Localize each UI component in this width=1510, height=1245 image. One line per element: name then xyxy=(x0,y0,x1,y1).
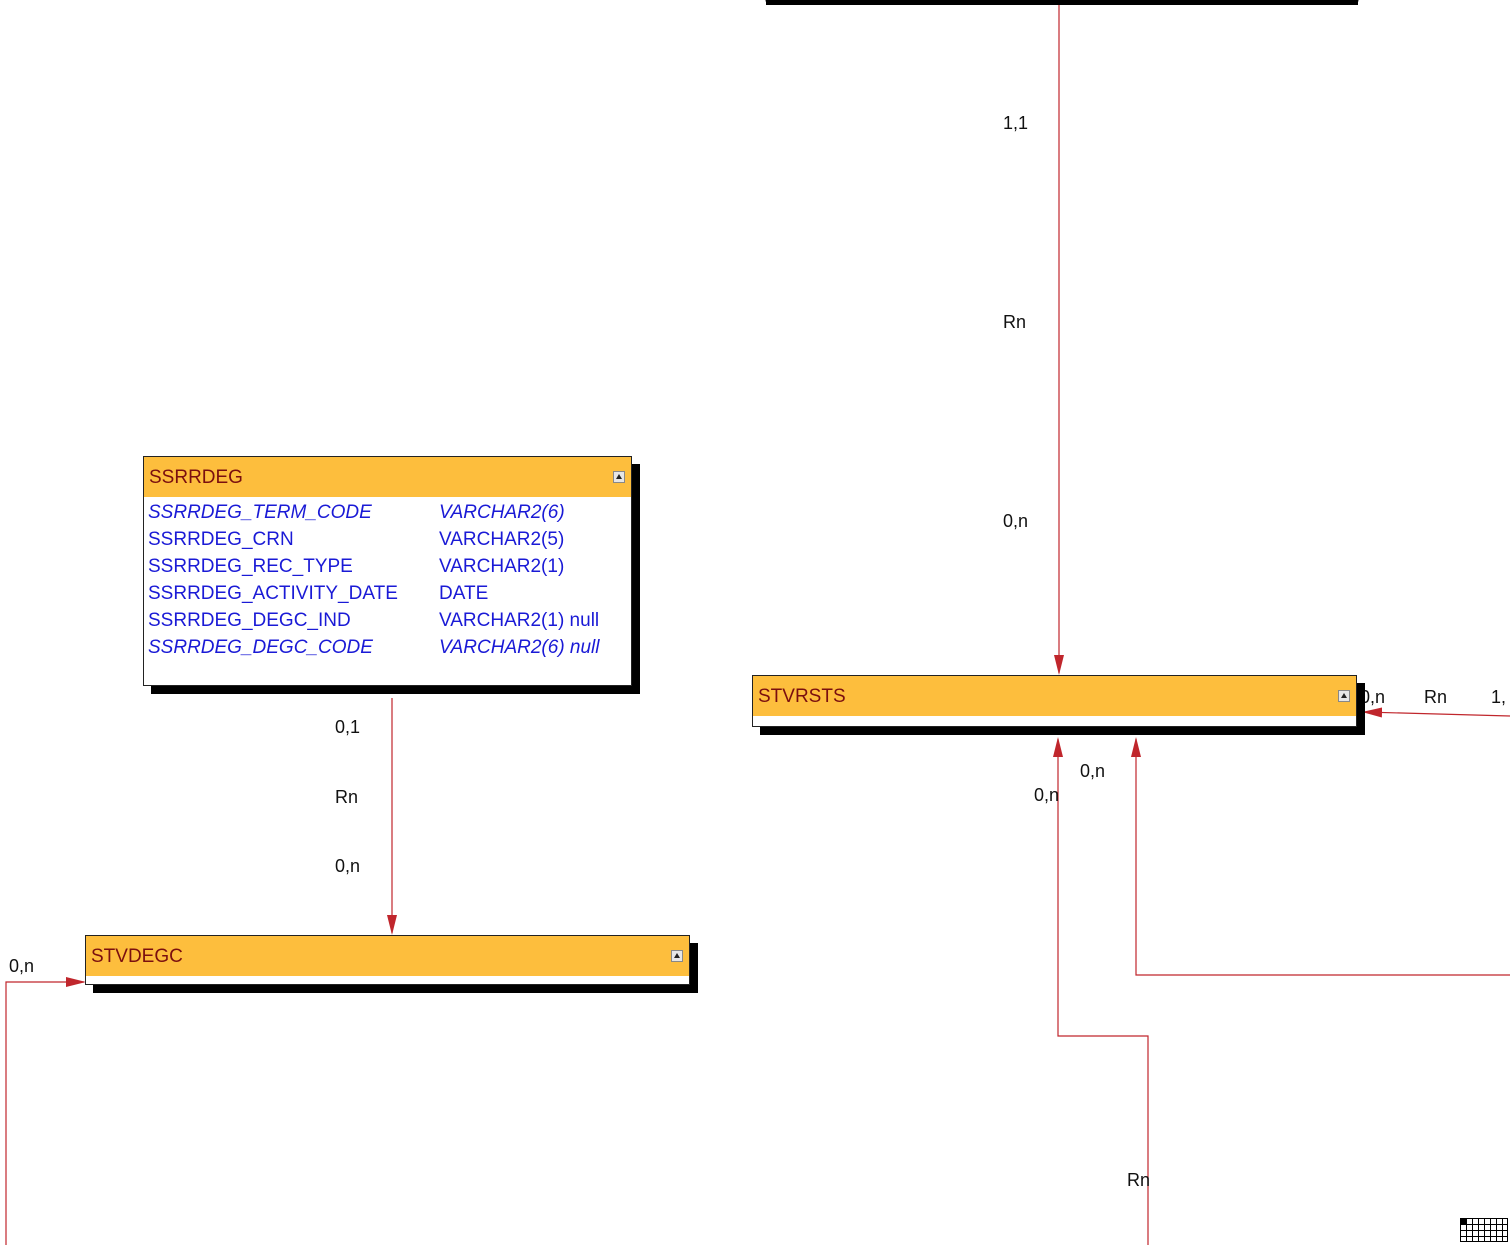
field-row: SSRRDEG_TERM_CODE VARCHAR2(6) xyxy=(148,499,631,526)
field-row: SSRRDEG_CRN VARCHAR2(5) xyxy=(148,526,631,553)
field-type: VARCHAR2(6) null xyxy=(439,636,600,658)
grid-icon[interactable] xyxy=(1460,1218,1508,1242)
entity-header[interactable]: SSRRDEG xyxy=(144,457,631,497)
entity-title: STVDEGC xyxy=(91,945,183,967)
field-name: SSRRDEG_ACTIVITY_DATE xyxy=(148,582,398,604)
field-type: VARCHAR2(1) null xyxy=(439,609,600,631)
cardinality-label: 0,n xyxy=(1360,687,1386,707)
entity-title: STVRSTS xyxy=(758,685,846,707)
connector-bottom-to-stvrsts[interactable] xyxy=(1053,737,1149,1245)
cardinality-label: 1, xyxy=(1491,687,1507,707)
field-name: SSRRDEG_TERM_CODE xyxy=(148,501,372,523)
entity-title: SSRRDEG xyxy=(149,466,243,488)
entity-header[interactable]: STVRSTS xyxy=(753,676,1356,716)
connector-right-to-stvrsts[interactable] xyxy=(1362,707,1510,718)
cardinality-label: 0,1 xyxy=(335,717,361,737)
field-name: SSRRDEG_REC_TYPE xyxy=(148,555,353,577)
field-row: SSRRDEG_DEGC_CODE VARCHAR2(6) null xyxy=(148,634,631,661)
field-list: SSRRDEG_TERM_CODE VARCHAR2(6) SSRRDEG_CR… xyxy=(144,497,631,661)
cardinality-label: 0,n xyxy=(1080,761,1106,781)
relationship-name-label: Rn xyxy=(1127,1170,1151,1190)
connector-bottom-right-to-stvrsts[interactable] xyxy=(1131,737,1510,976)
relationship-name-label: Rn xyxy=(1003,312,1027,332)
field-row: SSRRDEG_REC_TYPE VARCHAR2(1) xyxy=(148,553,631,580)
collapse-icon[interactable] xyxy=(613,471,625,483)
field-type: VARCHAR2(6) xyxy=(439,501,565,523)
collapse-icon[interactable] xyxy=(1338,690,1350,702)
entity-ssrrdeg[interactable]: SSRRDEG SSRRDEG_TERM_CODE VARCHAR2(6) SS… xyxy=(143,456,632,686)
connector-left-to-stvdegc[interactable] xyxy=(5,977,86,1245)
field-type: VARCHAR2(1) xyxy=(439,555,565,577)
field-type: DATE xyxy=(439,582,489,604)
entity-header[interactable]: STVDEGC xyxy=(86,936,689,976)
cardinality-label: 0,n xyxy=(1034,785,1060,805)
field-name: SSRRDEG_CRN xyxy=(148,528,294,550)
field-name: SSRRDEG_DEGC_IND xyxy=(148,609,351,631)
field-type: VARCHAR2(5) xyxy=(439,528,565,550)
relationship-name-label: Rn xyxy=(335,787,359,807)
field-name: SSRRDEG_DEGC_CODE xyxy=(148,636,373,658)
collapse-icon[interactable] xyxy=(671,950,683,962)
cardinality-label: 0,n xyxy=(335,856,361,876)
entity-stvdegc[interactable]: STVDEGC xyxy=(85,935,690,985)
field-row: SSRRDEG_DEGC_IND VARCHAR2(1) null xyxy=(148,607,631,634)
offscreen-entity-bottom-edge xyxy=(765,0,1359,5)
relationship-name-label: Rn xyxy=(1424,687,1448,707)
entity-stvrsts[interactable]: STVRSTS xyxy=(752,675,1357,727)
field-row: SSRRDEG_ACTIVITY_DATE DATE xyxy=(148,580,631,607)
cardinality-label: 0,n xyxy=(1003,511,1029,531)
cardinality-label: 1,1 xyxy=(1003,113,1029,133)
cardinality-label: 0,n xyxy=(9,956,35,976)
